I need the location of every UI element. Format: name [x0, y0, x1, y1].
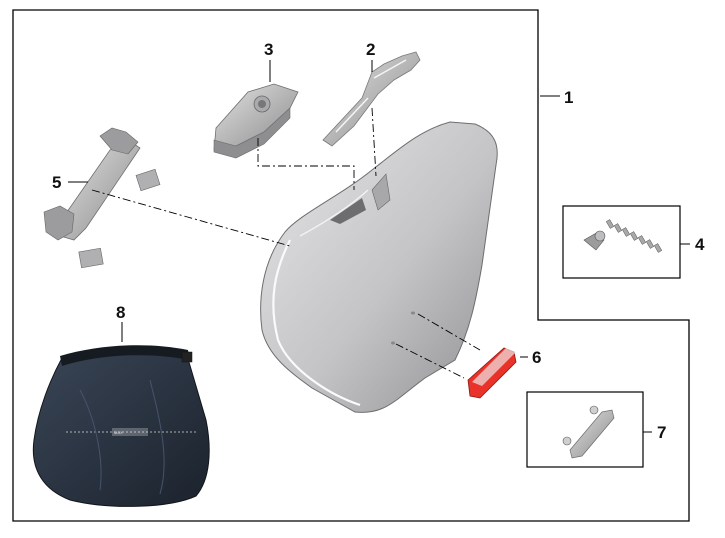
callout-7: 7 — [657, 423, 666, 442]
svg-text:MAX: MAX — [114, 430, 123, 435]
lock-cylinder-set-icon — [562, 205, 681, 279]
callout-3: 3 — [264, 40, 273, 59]
lock-cover-icon — [213, 83, 299, 159]
main-frame — [12, 9, 690, 522]
callout-8: 8 — [116, 303, 125, 322]
callout-6: 6 — [532, 348, 541, 367]
grip-strip-icon — [526, 391, 644, 468]
callout-4: 4 — [695, 235, 705, 254]
reflector-icon — [467, 347, 517, 399]
side-case-icon — [260, 121, 498, 413]
callout-2: 2 — [366, 40, 375, 59]
inner-bag-icon: MAX — [32, 345, 210, 507]
callout-1: 1 — [564, 88, 573, 107]
assembly-lines — [91, 107, 481, 379]
leader-lines — [68, 60, 690, 433]
callout-5: 5 — [52, 173, 61, 192]
mounting-bracket-icon — [43, 127, 161, 269]
